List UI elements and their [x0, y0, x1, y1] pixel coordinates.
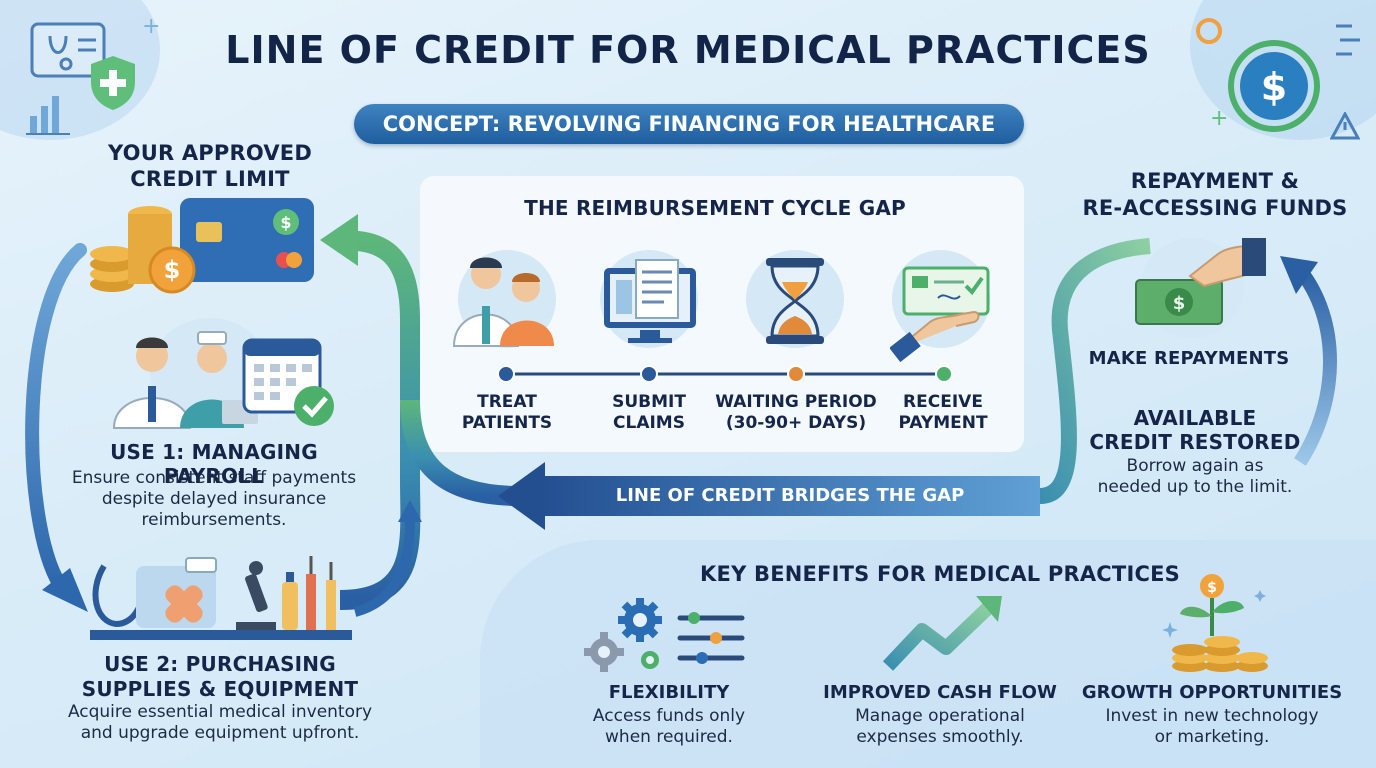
check-payment-icon — [890, 266, 990, 362]
sparkle-plus-icon-2: + — [1210, 106, 1229, 131]
benefit-growth-title: GROWTH OPPORTUNITIES — [1081, 682, 1343, 703]
credit-limit-line2: CREDIT LIMIT — [130, 167, 290, 191]
repayment-heading: REPAYMENT & RE-ACCESSING FUNDS — [1082, 169, 1348, 220]
svg-text:$: $ — [1261, 65, 1287, 109]
benefit-flexibility-desc: Access funds only when required. — [592, 706, 746, 747]
restored-description: Borrow again as needed up to the limit. — [1097, 456, 1293, 497]
medical-supplies-icon — [90, 556, 352, 640]
sparkle-lines-icon — [1336, 24, 1360, 56]
timeline-dot-1 — [497, 365, 515, 383]
credit-limit-line1: YOUR APPROVED — [108, 141, 312, 165]
use2-title-line1: USE 2: PURCHASING — [104, 652, 336, 676]
benefit-cash-flow-desc: Manage operational expenses smoothly. — [855, 706, 1025, 747]
use2-title: USE 2: PURCHASING SUPPLIES & EQUIPMENT — [60, 652, 380, 702]
benefit-flexibility-title: FLEXIBILITY — [608, 682, 730, 703]
gears-sliders-icon — [584, 598, 745, 672]
use2-description: Acquire essential medical inventory and … — [46, 702, 394, 744]
cycle-timeline — [497, 365, 953, 383]
money-plant-icon: $ — [1162, 574, 1268, 672]
timeline-dot-3 — [787, 365, 805, 383]
use1-title: USE 1: MANAGING PAYROLL — [110, 440, 318, 488]
ring-icon — [1196, 18, 1222, 44]
use2-desc-line2: and upgrade equipment upfront. — [80, 723, 360, 743]
svg-text:$: $ — [164, 256, 181, 284]
doctor-patient-icon — [452, 257, 554, 347]
step-treat-patients: TREAT PATIENTS — [461, 392, 553, 433]
benefit-growth-desc: Invest in new technology or marketing. — [1105, 706, 1319, 747]
left-loop-arrowhead — [42, 568, 88, 612]
concept-pill: CONCEPT: REVOLVING FINANCING FOR HEALTHC… — [354, 104, 1024, 144]
timeline-dot-4 — [935, 365, 953, 383]
medical-clipboard-icon — [30, 22, 106, 78]
use2-title-line2: SUPPLIES & EQUIPMENT — [81, 677, 359, 701]
credit-card-coins-icon: $ $ — [90, 198, 314, 294]
cycle-title: THE REIMBURSEMENT CYCLE GAP — [524, 196, 906, 220]
use1-desc-line3: reimbursements. — [141, 510, 287, 530]
bar-chart-icon — [26, 96, 70, 135]
benefits-title: KEY BENEFITS FOR MEDICAL PRACTICES — [700, 562, 1180, 586]
trend-up-icon — [882, 596, 1002, 671]
computer-claims-icon — [604, 259, 696, 343]
credit-limit-heading: YOUR APPROVED CREDIT LIMIT — [80, 140, 340, 192]
step-submit-claims: SUBMIT CLAIMS — [612, 392, 686, 433]
bridge-curve — [400, 399, 521, 506]
middle-loop-arrow — [339, 230, 421, 610]
step-waiting-period: WAITING PERIOD (30-90+ DAYS) — [715, 392, 877, 433]
use2-up-arrowhead — [398, 500, 422, 522]
use2-desc-line1: Acquire essential medical inventory — [67, 702, 373, 722]
staff-calendar-icon — [112, 331, 334, 429]
hourglass-icon — [766, 258, 824, 344]
timeline-dot-2 — [640, 365, 658, 383]
bridge-label: LINE OF CREDIT BRIDGES THE GAP — [615, 485, 965, 506]
use1-desc-line1: Ensure consistent staff payments — [71, 468, 357, 488]
use2-up-arrow — [353, 519, 415, 617]
cash-hand-icon: $ — [1135, 238, 1266, 325]
right-loop-arrow — [1294, 265, 1337, 466]
bridge-arrowhead — [498, 462, 545, 530]
use1-desc-line2: despite delayed insurance — [101, 489, 327, 509]
dollar-coin-icon: $ — [1228, 40, 1320, 132]
svg-text:$: $ — [1173, 293, 1186, 314]
credit-restored: AVAILABLE CREDIT RESTORED — [1089, 406, 1301, 454]
middle-loop-arrowhead — [320, 214, 358, 266]
step-receive-payment: RECEIVE PAYMENT — [898, 392, 988, 433]
svg-text:$: $ — [280, 213, 291, 232]
make-repayments: MAKE REPAYMENTS — [1088, 348, 1290, 369]
sparkle-plus-icon: + — [142, 14, 161, 39]
health-shield-icon — [91, 56, 135, 110]
svg-text:$: $ — [1207, 580, 1217, 596]
use1-description: Ensure consistent staff payments despite… — [54, 468, 374, 531]
left-loop-arrow — [25, 243, 87, 592]
bridge-body — [540, 476, 1040, 516]
page-title: LINE OF CREDIT FOR MEDICAL PRACTICES — [225, 28, 1151, 72]
benefit-cash-flow-title: IMPROVED CASH FLOW — [823, 682, 1057, 703]
warning-triangle-icon — [1330, 112, 1360, 140]
right-loop-arrowhead — [1280, 256, 1318, 294]
right-green-arrow — [1039, 238, 1151, 504]
